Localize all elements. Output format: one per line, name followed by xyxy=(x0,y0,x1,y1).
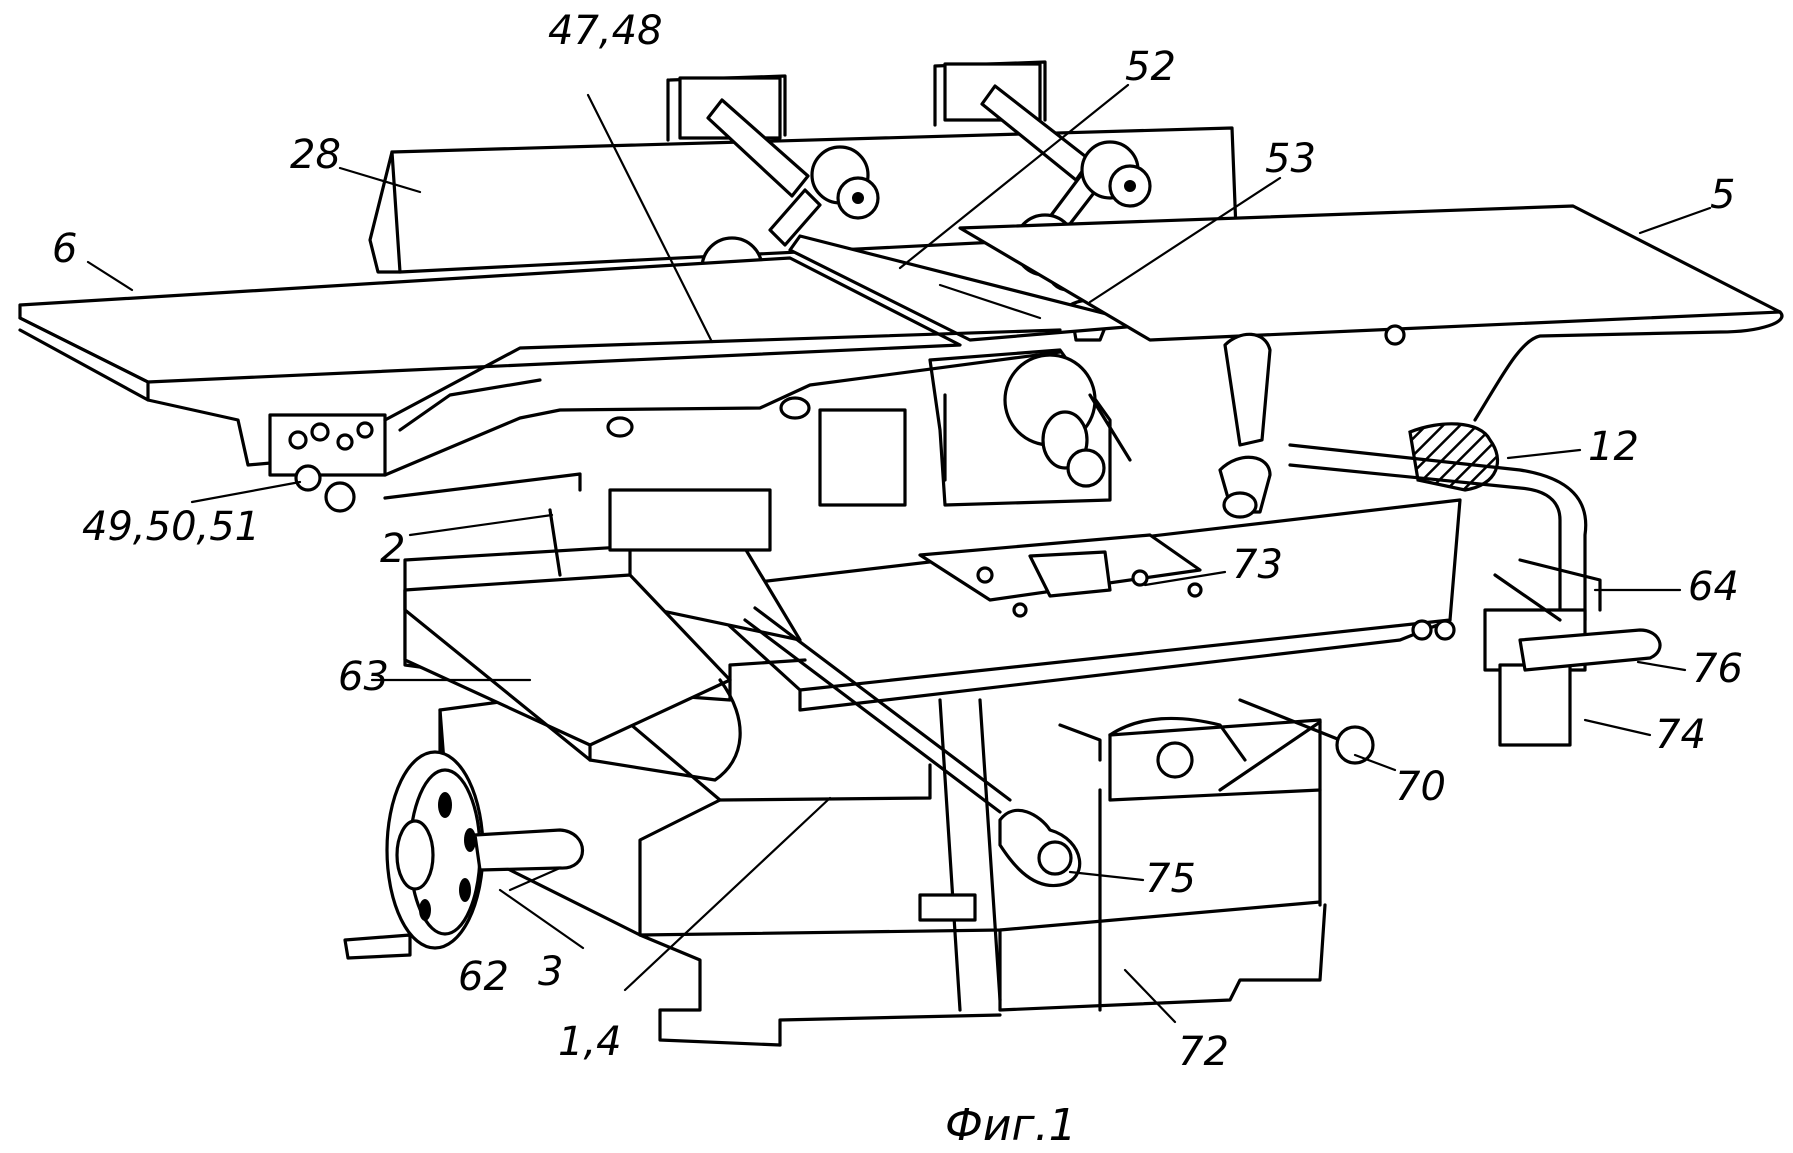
label-64: 64 xyxy=(1688,564,1739,610)
label-2: 2 xyxy=(380,526,405,572)
label-12: 12 xyxy=(1588,424,1639,470)
figure-caption: Фиг.1 xyxy=(945,1100,1077,1151)
label-52: 52 xyxy=(1125,44,1176,90)
label-76: 76 xyxy=(1692,646,1743,692)
lock-handle xyxy=(1493,558,1662,672)
label-75: 75 xyxy=(1145,856,1196,902)
infeed-table xyxy=(18,256,962,402)
label-70: 70 xyxy=(1395,764,1446,810)
label-28: 28 xyxy=(290,132,341,178)
hand-wheel xyxy=(343,750,585,960)
thicknesser-table xyxy=(688,498,1462,712)
label-73: 73 xyxy=(1232,542,1283,588)
label-74: 74 xyxy=(1655,712,1706,758)
label-72: 72 xyxy=(1178,1029,1229,1075)
callout-labels: 47,48 52 53 28 6 5 12 49,50,51 2 73 64 6… xyxy=(52,8,1743,1075)
table-carriers xyxy=(146,324,1406,513)
label-3: 3 xyxy=(538,949,563,995)
label-47-48: 47,48 xyxy=(548,8,663,54)
chain-guard xyxy=(1408,422,1500,492)
label-49-50-51: 49,50,51 xyxy=(82,504,260,550)
cutter-head xyxy=(818,348,1132,507)
label-62: 62 xyxy=(458,954,509,1000)
label-53: 53 xyxy=(1265,136,1316,182)
leader-lines xyxy=(86,83,1712,1024)
label-5: 5 xyxy=(1710,172,1735,218)
side-table xyxy=(403,488,772,782)
adjust-bracket xyxy=(1218,332,1272,519)
label-63: 63 xyxy=(338,654,389,700)
label-1-4: 1,4 xyxy=(558,1019,622,1065)
guard-plate xyxy=(788,234,1152,342)
outfeed-table xyxy=(958,204,1784,422)
crank-levers xyxy=(743,606,1375,888)
label-6: 6 xyxy=(52,226,77,272)
